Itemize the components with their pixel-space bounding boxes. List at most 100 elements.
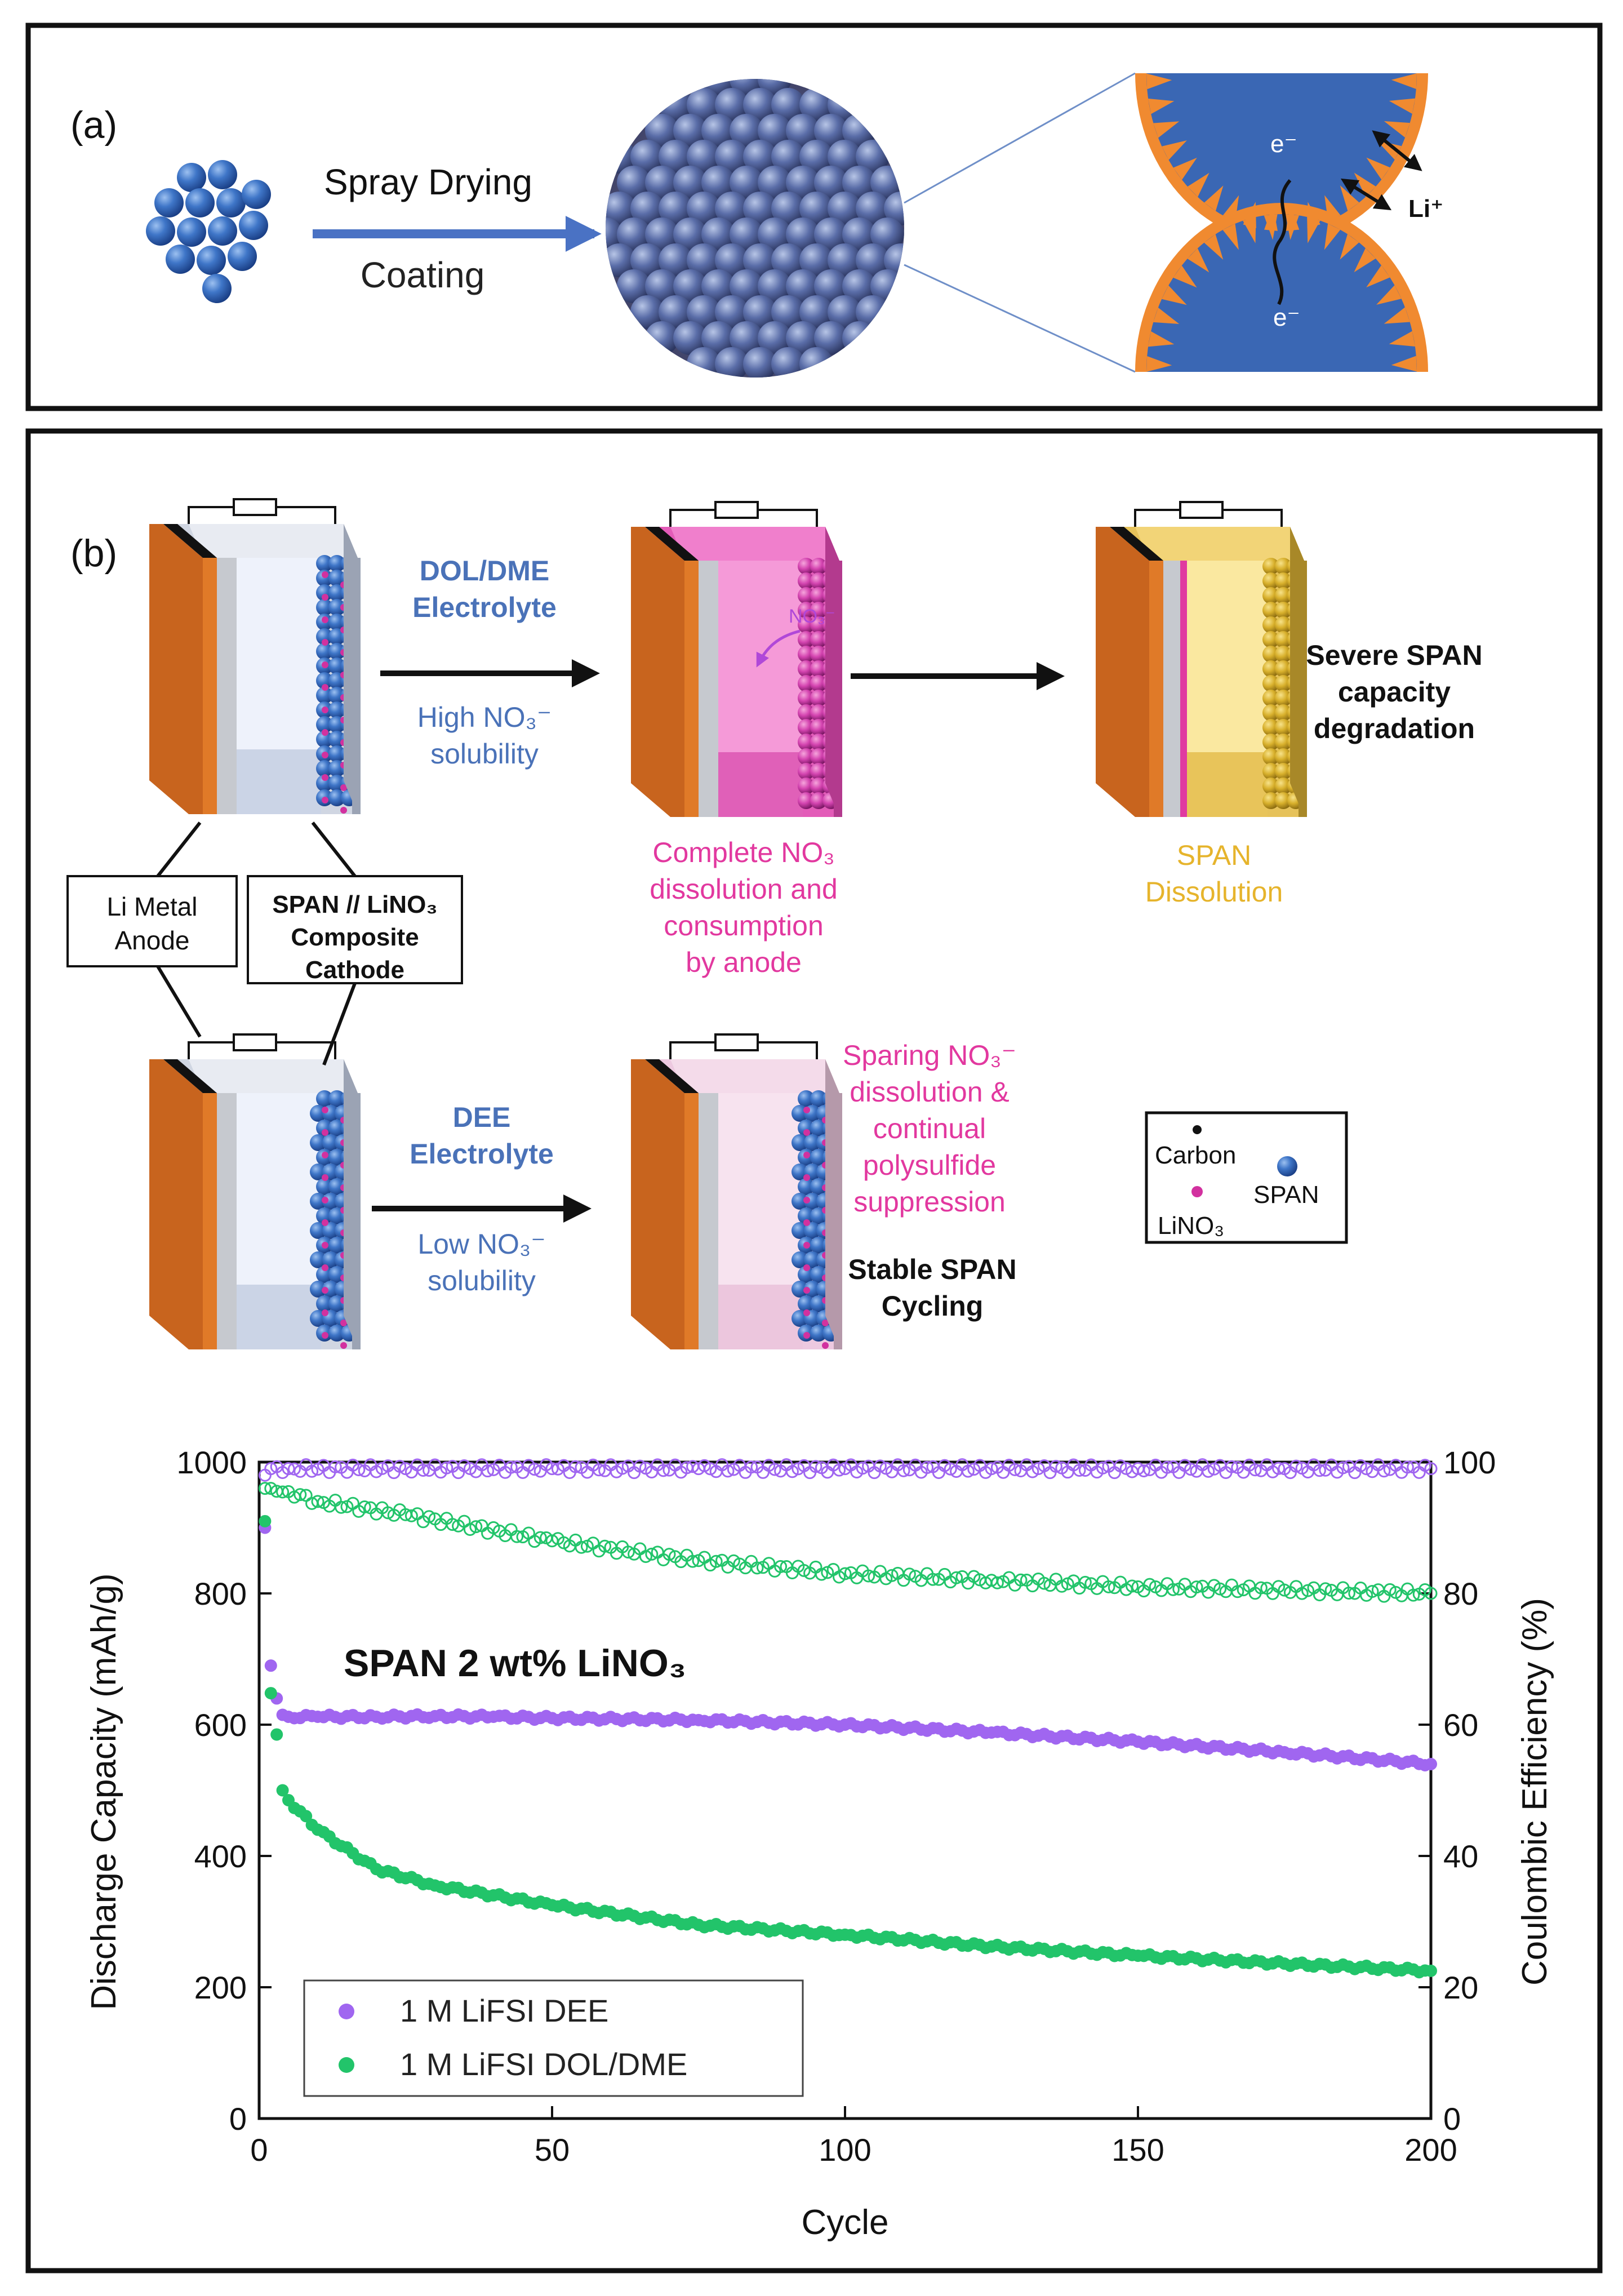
dee-electrolyte-label: Electrolyte xyxy=(410,1138,554,1170)
cell-dee-stable xyxy=(631,1033,842,1349)
coating-spike xyxy=(1389,331,1415,347)
cathode-particle xyxy=(1262,572,1279,589)
coating-spike xyxy=(1243,217,1256,243)
sphere-particle xyxy=(758,217,792,251)
cathode-particle xyxy=(1262,763,1279,780)
li-anode xyxy=(631,1059,684,1349)
anode-face xyxy=(684,1093,699,1349)
chart-legend-box xyxy=(303,1979,804,2097)
separator xyxy=(699,1093,718,1349)
coating-spike xyxy=(1188,172,1210,197)
complete-dissolution-l4: by anode xyxy=(686,947,802,978)
cathode-particle xyxy=(1262,778,1279,794)
carbon-dot xyxy=(1193,1125,1202,1134)
coating-spike xyxy=(1264,214,1278,240)
sphere-particle xyxy=(771,140,805,174)
data-point xyxy=(950,1571,963,1584)
coating-spike xyxy=(1146,356,1172,372)
cathode-particle xyxy=(798,616,815,633)
coating-spike xyxy=(1286,214,1299,240)
data-point xyxy=(1248,1463,1262,1477)
data-point xyxy=(469,1520,483,1534)
cathode-particle xyxy=(328,1120,345,1136)
legend-span: SPAN xyxy=(1253,1181,1319,1209)
data-point xyxy=(833,1463,846,1477)
sphere-particle xyxy=(758,269,792,303)
cathode-particle xyxy=(798,1120,815,1136)
sphere-particle xyxy=(799,140,833,174)
cathode-particle xyxy=(328,643,345,660)
sphere-particle xyxy=(715,243,749,277)
coating-spike xyxy=(1187,248,1210,273)
data-point xyxy=(1202,1464,1215,1478)
lino3-particle xyxy=(803,1242,810,1249)
lino3-particle xyxy=(340,807,347,814)
data-point xyxy=(704,1462,717,1476)
legend-carbon: Carbon xyxy=(1155,1142,1236,1169)
data-point xyxy=(657,1464,670,1477)
sphere-particle xyxy=(687,88,721,122)
data-point xyxy=(990,1576,1004,1589)
data-point xyxy=(645,1547,659,1561)
cathode-particle xyxy=(798,675,815,692)
cathode-particle xyxy=(328,584,345,601)
cathode-particle xyxy=(310,1251,327,1268)
sphere-particle xyxy=(606,192,636,225)
data-point xyxy=(569,1460,582,1473)
separator xyxy=(217,558,237,814)
cathode-particle xyxy=(1262,704,1279,721)
data-point xyxy=(745,1460,758,1474)
y-axis-right-label: Coulombic Efficiency (%) xyxy=(1515,1598,1554,1986)
cathode-particle xyxy=(316,555,333,572)
cathode-particle xyxy=(328,1178,345,1195)
lino3-particle xyxy=(322,752,328,758)
data-point xyxy=(621,1546,635,1559)
data-point xyxy=(300,1810,313,1823)
cathode-particle xyxy=(798,646,815,663)
cathode-particle xyxy=(1262,748,1279,765)
lino3-dot xyxy=(1191,1186,1203,1197)
no3-arrow xyxy=(756,629,801,668)
cathode-particle xyxy=(810,734,827,750)
coating-spike xyxy=(1340,234,1359,260)
coating-spike xyxy=(1153,121,1180,138)
x-tick-label: 200 xyxy=(1404,2132,1457,2168)
data-point xyxy=(815,1567,828,1581)
capacity-dol-dme-series xyxy=(259,1515,1437,1979)
lino3-particle xyxy=(803,1107,810,1113)
sphere-particle xyxy=(786,217,820,251)
data-point xyxy=(985,1462,998,1476)
cathode-particle xyxy=(798,587,815,604)
sphere-particle xyxy=(659,295,692,329)
sphere-particle xyxy=(715,140,749,174)
x-axis-label: Cycle xyxy=(801,2203,888,2242)
x-tick-label: 0 xyxy=(250,2132,268,2168)
cathode-particle xyxy=(810,660,827,677)
sphere-particle xyxy=(730,79,763,96)
cathode-particle xyxy=(798,690,815,707)
cathode-particle xyxy=(798,734,815,750)
sphere-particle xyxy=(701,79,735,96)
electrolyte-lower xyxy=(718,1285,803,1349)
data-point xyxy=(873,1459,887,1473)
electrolyte-lower xyxy=(718,752,803,817)
data-point xyxy=(1407,1588,1420,1602)
stable-l1: Stable SPAN xyxy=(848,1254,1016,1285)
electron-top-label: e⁻ xyxy=(1270,130,1297,158)
connector-4 xyxy=(322,982,357,1066)
stable-l2: Cycling xyxy=(882,1290,984,1322)
data-point xyxy=(838,1567,852,1580)
data-point xyxy=(616,1462,629,1475)
cathode-particle xyxy=(810,719,827,736)
data-point xyxy=(423,1510,436,1524)
data-point xyxy=(856,1462,869,1475)
resistor xyxy=(233,1033,277,1051)
sphere-particle xyxy=(828,295,861,329)
cathode-particle xyxy=(322,1134,339,1151)
cathode-particle xyxy=(1262,690,1279,707)
y-left-tick-label: 400 xyxy=(194,1838,247,1874)
cell-initial-bottom xyxy=(149,1033,361,1349)
data-point xyxy=(264,1659,277,1672)
complete-dissolution-l1: Complete NO₃ xyxy=(652,837,834,868)
